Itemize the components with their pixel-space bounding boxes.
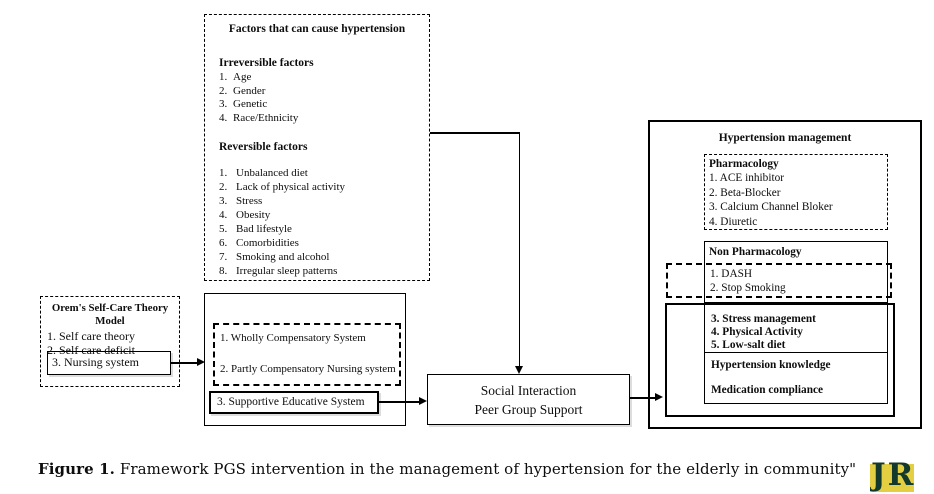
pharmacology-item: 1. ACE inhibitor (709, 172, 785, 185)
hypertension-management-box: Hypertension management Pharmacology 1. … (648, 120, 922, 429)
wholly-compensatory-label: 1. Wholly Compensatory System (220, 332, 366, 344)
list-item: 1. Unbalanced diet (219, 166, 429, 180)
partly-compensatory-label: 2. Partly Compensatory Nursing system (220, 363, 396, 375)
orem-box: Orem's Self-Care Theory Model 1. Self ca… (40, 296, 180, 387)
orem-title-line2: Model (95, 315, 125, 327)
list-item: 4. Obesity (219, 208, 429, 222)
logo-letter: R (886, 458, 915, 493)
figure-caption-label: Figure 1. (38, 460, 115, 478)
orem-title-line1: Orem's Self-Care Theory (51, 302, 169, 314)
list-item: 8. Irregular sleep patterns (219, 264, 429, 278)
arrow-supportive-to-social-head (419, 397, 427, 405)
orem-item-2: 2. Self care deficit (47, 342, 135, 357)
item-number: 7. (219, 251, 228, 264)
arrow-orem-to-systems-line (170, 362, 198, 364)
connector-factors-horizontal-line (430, 132, 520, 134)
factors-title: Factors that can cause hypertension (228, 23, 406, 35)
reversible-list: 1. Unbalanced diet 2. Lack of physical act… (205, 166, 429, 278)
item-number: 2. (219, 84, 228, 97)
item-text: Obesity (236, 209, 271, 222)
item-number: 2. (219, 181, 228, 194)
pharmacology-box: Pharmacology 1. ACE inhibitor 2. Beta-Bl… (704, 154, 888, 230)
low-salt-diet-item: 5. Low-salt diet (711, 339, 786, 352)
item-text: Lack of physical activity (236, 181, 346, 194)
physical-activity-item: 4. Physical Activity (711, 326, 803, 339)
supportive-educative-box: 3. Supportive Educative System (209, 391, 379, 414)
arrow-supportive-to-social-line (377, 401, 420, 403)
list-item: 2. Lack of physical activity (219, 180, 429, 194)
item-number: 3. (219, 98, 228, 111)
knowledge-section: Hypertension knowledge Medication compli… (705, 359, 887, 396)
stress-management-item: 3. Stress management (711, 313, 816, 325)
pharmacology-heading: Pharmacology (709, 158, 779, 170)
item-number: 3. (219, 195, 228, 208)
lifestyle-items-section: 3. Stress management 4. Physical Activit… (705, 304, 887, 353)
factors-box: Factors that can cause hypertension Irre… (204, 14, 430, 281)
item-number: 4. (219, 209, 228, 222)
medication-compliance-label: Medication compliance (711, 384, 824, 396)
compensatory-systems-dashed-box: 1. Wholly Compensatory System 2. Partly … (213, 323, 401, 386)
list-item: 2. Gender (219, 85, 429, 99)
intervention-inner-box: 3. Stress management 4. Physical Activit… (704, 303, 888, 404)
stop-smoking-item: 2. Stop Smoking (710, 281, 786, 294)
logo-letter: J (870, 458, 887, 493)
logo-letter: H (870, 492, 902, 494)
connector-factors-vertical-line (518, 132, 520, 367)
item-text: Gender (233, 84, 266, 97)
list-item: 1. Age (219, 71, 429, 85)
item-number: 1. (219, 71, 228, 83)
social-interaction-line1: Social Interaction (480, 383, 577, 398)
item-text: Race/Ethnicity (233, 111, 299, 124)
list-item: 6. Comorbidities (219, 236, 429, 250)
dash-stop-smoking-box: 1. DASH 2. Stop Smoking (666, 263, 892, 298)
item-text: Genetic (233, 98, 268, 111)
pharmacology-item: 2. Beta-Blocker (709, 186, 781, 199)
item-text: Comorbidities (236, 237, 299, 250)
figure-caption: Figure 1. Framework PGS intervention in … (38, 460, 856, 478)
intervention-outer-box (665, 303, 895, 417)
item-number: 8. (219, 265, 228, 278)
item-text: Smoking and alcohol (236, 251, 330, 264)
pharmacology-item: 4. Diuretic (709, 215, 758, 228)
item-text: Irregular sleep patterns (236, 265, 338, 278)
irreversible-list: 1. Age 2. Gender 3. Genetic 4. Race/Ethnicit… (205, 71, 429, 125)
nursing-systems-box: 1. Wholly Compensatory System 2. Partly … (204, 293, 406, 426)
list-item: 3. Stress (219, 194, 429, 208)
non-pharmacology-box: Non Pharmacology (704, 241, 888, 303)
non-pharmacology-heading: Non Pharmacology (709, 246, 802, 258)
orem-item-1: 1. Self care theory (47, 329, 135, 343)
item-text: Age (233, 71, 252, 83)
arrow-orem-to-systems-head (197, 358, 205, 366)
item-number: 6. (219, 237, 228, 250)
arrow-social-to-management-head (655, 393, 663, 401)
item-number: 4. (219, 111, 228, 124)
nursing-system-box: 3. Nursing system (47, 351, 171, 375)
nursing-system-label: 3. Nursing system (52, 355, 139, 369)
pharmacology-item: 3. Calcium Channel Bloker (709, 201, 833, 214)
list-item: 5. Bad lifestyle (219, 222, 429, 236)
supportive-educative-label: 3. Supportive Educative System (217, 396, 365, 408)
item-text: Stress (236, 195, 263, 208)
item-text: Unbalanced diet (236, 167, 308, 180)
list-item: 7. Smoking and alcohol (219, 250, 429, 264)
arrow-factors-to-social-head (515, 366, 523, 374)
item-number: 5. (219, 223, 228, 236)
reversible-heading: Reversible factors (219, 141, 308, 154)
social-interaction-box: Social Interaction Peer Group Support (427, 374, 630, 425)
orem-title: Orem's Self-Care Theory Model (41, 302, 179, 328)
dash-item: 1. DASH (710, 268, 753, 280)
arrow-social-to-management-line (630, 397, 657, 399)
item-text: Bad lifestyle (236, 223, 292, 236)
hypertension-knowledge-label: Hypertension knowledge (711, 359, 831, 371)
figure-caption-text: Framework PGS intervention in the manage… (114, 460, 857, 478)
list-item: 3. Genetic (219, 98, 429, 112)
hypertension-management-title: Hypertension management (718, 132, 852, 144)
irreversible-heading: Irreversible factors (219, 57, 314, 69)
list-item: 4. Race/Ethnicity (219, 112, 429, 126)
social-interaction-line2: Peer Group Support (474, 402, 583, 417)
item-number: 1. (219, 167, 228, 180)
journal-logo: JRH (870, 458, 932, 494)
